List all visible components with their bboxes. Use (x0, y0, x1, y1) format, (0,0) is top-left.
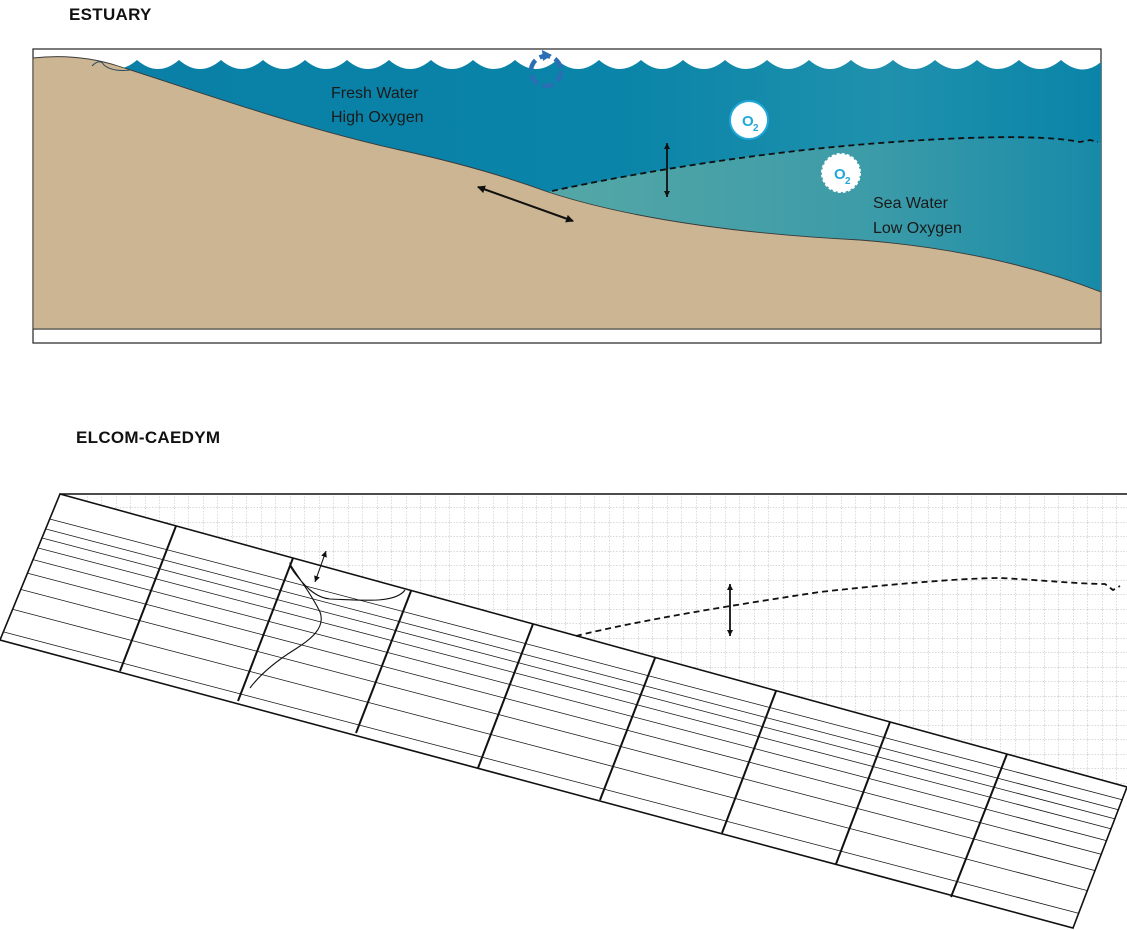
sea-water-label: Sea Water (873, 195, 949, 212)
estuary-title: ESTUARY (69, 5, 152, 24)
oxygen-badge-low: O 2 (821, 153, 861, 193)
fresh-water-label: Fresh Water (331, 85, 419, 102)
sediment-exchange-arrow (477, 185, 574, 223)
cell-mixing-arrow (314, 550, 327, 583)
elcom-caedym-title: ELCOM-CAEDYM (76, 428, 221, 447)
high-oxygen-label: High Oxygen (331, 109, 424, 126)
model-columns (119, 525, 1008, 898)
shore-wave-detail (91, 61, 131, 71)
elcom-caedym-diagram (0, 493, 1127, 929)
concentration-profile-curve (249, 562, 406, 689)
sediment-bed (32, 56, 1102, 330)
oxygen-symbol-low: O (834, 166, 846, 183)
surface-mixing-icon (528, 50, 564, 89)
oxygen-subscript-low: 2 (845, 176, 851, 187)
oxygen-badge-high: O 2 (729, 100, 769, 140)
low-oxygen-label: Low Oxygen (873, 220, 962, 237)
oxygen-subscript-high: 2 (753, 123, 759, 134)
halocline-line (551, 136, 1099, 192)
oxygen-symbol-high: O (742, 113, 754, 130)
model-layers (0, 505, 1127, 927)
model-slab (0, 493, 1127, 929)
estuary-diagram: O 2 O 2 Fresh Water High Oxygen Sea Wate… (32, 48, 1102, 344)
model-halocline-line (575, 577, 1121, 637)
